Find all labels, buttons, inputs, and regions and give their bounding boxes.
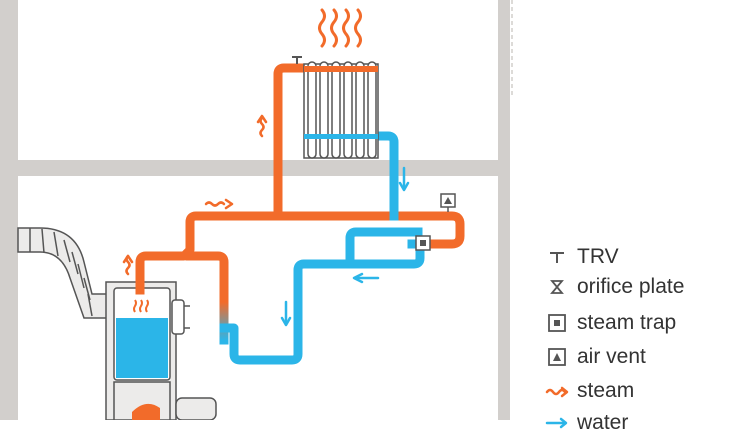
sight-glass [171, 299, 185, 335]
heat-waves-icon [318, 8, 362, 48]
water-arrow-left-return [352, 272, 380, 284]
building-walls [0, 0, 510, 420]
water-arrow-down-return [280, 300, 292, 327]
legend-item-water: water [545, 408, 750, 438]
legend-label-orifice-plate: orifice plate [577, 275, 685, 298]
boiler-water [116, 318, 168, 378]
steam-heating-diagram [0, 0, 513, 420]
trv-icon [550, 252, 564, 263]
legend-label-trv: TRV [577, 245, 619, 268]
steam-pipes [135, 63, 465, 345]
legend-item-trv: TRV [545, 242, 750, 272]
legend-label-steam: steam [577, 379, 635, 402]
burner-flame-icon [132, 403, 160, 420]
main-water-return [219, 259, 355, 365]
radiator-steam-band [304, 66, 378, 72]
legend-item-air-vent: air vent [545, 342, 750, 372]
boiler-steam-outlet [135, 211, 465, 295]
boiler-heat-icon [133, 299, 149, 313]
legend-label-air-vent: air vent [577, 345, 646, 368]
legend-item-steam-trap: steam trap [545, 308, 750, 338]
steam-arrow-up-boiler [122, 254, 134, 276]
radiator [292, 8, 379, 159]
boiler-return-riser [185, 251, 229, 345]
legend-label-steam-trap: steam trap [577, 311, 677, 334]
steam-arrow-right-main [204, 198, 234, 210]
radiator-water-band [304, 134, 378, 139]
steam-trap [415, 235, 431, 251]
orifice-plate-icon [550, 280, 564, 294]
steam-arrow-icon [545, 386, 569, 398]
flow-arrows [122, 114, 410, 327]
radiator-return [371, 131, 399, 221]
air-vent-icon [548, 348, 566, 366]
water-arrow-icon [545, 417, 568, 429]
legend-item-steam: steam [545, 376, 750, 406]
floor-slab [0, 160, 510, 176]
right-wall [498, 0, 510, 420]
air-vent [440, 193, 456, 212]
steam-trap-icon [548, 314, 566, 332]
burner-motor [175, 397, 217, 420]
water-arrow-down-radiator [398, 166, 410, 192]
trv-valve [292, 56, 302, 64]
legend-item-orifice-plate: orifice plate [545, 272, 750, 302]
steam-arrow-up-radiator [256, 114, 268, 138]
flue-duct [17, 227, 109, 319]
legend-label-water: water [577, 411, 629, 434]
boiler [105, 281, 217, 420]
radiator-riser [273, 63, 315, 221]
condensate-return [345, 227, 425, 269]
left-wall-upper [0, 0, 18, 168]
left-wall-lower [0, 176, 18, 420]
water-pipes [219, 131, 425, 365]
